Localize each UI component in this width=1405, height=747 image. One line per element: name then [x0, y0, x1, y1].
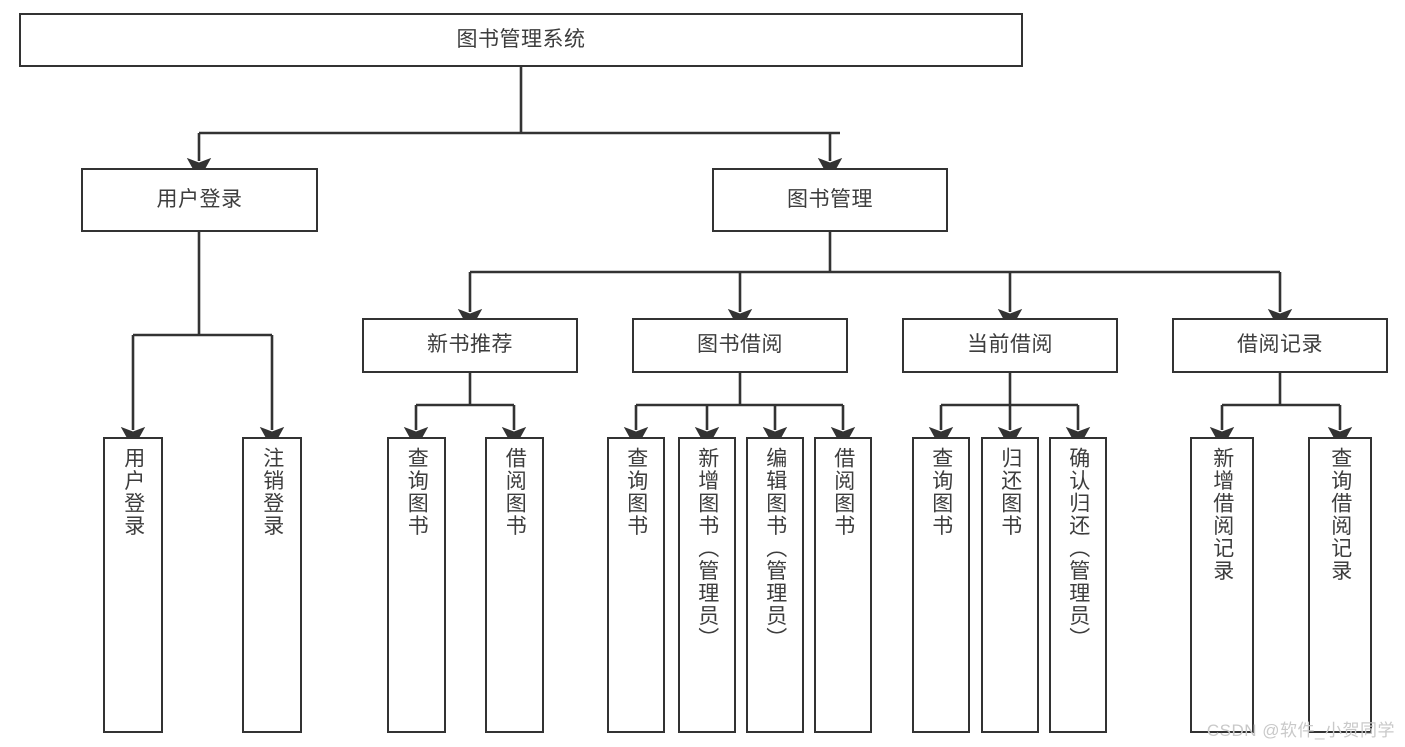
node-user-login-label: 用户登录 — [156, 187, 243, 211]
leaf-current-borrow-return[interactable]: 归还图书 — [981, 437, 1039, 733]
leaf-book-borrow-query[interactable]: 查询图书 — [607, 437, 665, 733]
node-current-borrow-label: 当前借阅 — [967, 333, 1053, 357]
leaf-current-borrow-confirm-label: 确认归还（管理员） — [1066, 447, 1090, 650]
node-root-label: 图书管理系统 — [456, 27, 586, 51]
node-current-borrow[interactable]: 当前借阅 — [902, 318, 1118, 373]
node-book-borrow[interactable]: 图书借阅 — [632, 318, 848, 373]
leaf-current-borrow-return-label: 归还图书 — [998, 447, 1022, 537]
leaf-book-borrow-lend[interactable]: 借阅图书 — [814, 437, 872, 733]
node-book-management-label: 图书管理 — [787, 187, 873, 211]
leaf-book-borrow-query-label: 查询图书 — [624, 447, 648, 537]
leaf-current-borrow-query-label: 查询图书 — [929, 447, 953, 537]
leaf-book-borrow-edit-label: 编辑图书（管理员） — [763, 447, 787, 650]
node-root-system[interactable]: 图书管理系统 — [19, 13, 1023, 67]
leaf-user-login-signin-label: 用户登录 — [121, 447, 145, 537]
node-book-management[interactable]: 图书管理 — [712, 168, 948, 232]
leaf-new-book-borrow[interactable]: 借阅图书 — [485, 437, 544, 733]
leaf-book-borrow-add[interactable]: 新增图书（管理员） — [678, 437, 736, 733]
leaf-new-book-borrow-label: 借阅图书 — [503, 447, 527, 537]
leaf-borrow-record-add[interactable]: 新增借阅记录 — [1190, 437, 1254, 733]
leaf-new-book-query-label: 查询图书 — [405, 447, 429, 537]
leaf-book-borrow-add-label: 新增图书（管理员） — [695, 447, 719, 650]
leaf-user-login-signout[interactable]: 注销登录 — [242, 437, 302, 733]
node-user-login[interactable]: 用户登录 — [81, 168, 318, 232]
leaf-user-login-signin[interactable]: 用户登录 — [103, 437, 163, 733]
leaf-book-borrow-lend-label: 借阅图书 — [831, 447, 855, 537]
leaf-book-borrow-edit[interactable]: 编辑图书（管理员） — [746, 437, 804, 733]
leaf-current-borrow-confirm[interactable]: 确认归还（管理员） — [1049, 437, 1107, 733]
node-new-book-recommend[interactable]: 新书推荐 — [362, 318, 578, 373]
leaf-borrow-record-query-label: 查询借阅记录 — [1328, 447, 1352, 582]
leaf-borrow-record-add-label: 新增借阅记录 — [1210, 447, 1234, 582]
node-borrow-record-label: 借阅记录 — [1237, 333, 1323, 357]
node-book-borrow-label: 图书借阅 — [697, 333, 783, 357]
leaf-new-book-query[interactable]: 查询图书 — [387, 437, 446, 733]
leaf-borrow-record-query[interactable]: 查询借阅记录 — [1308, 437, 1372, 733]
node-borrow-record[interactable]: 借阅记录 — [1172, 318, 1388, 373]
node-new-book-recommend-label: 新书推荐 — [427, 333, 513, 357]
leaf-user-login-signout-label: 注销登录 — [260, 447, 284, 537]
leaf-current-borrow-query[interactable]: 查询图书 — [912, 437, 970, 733]
